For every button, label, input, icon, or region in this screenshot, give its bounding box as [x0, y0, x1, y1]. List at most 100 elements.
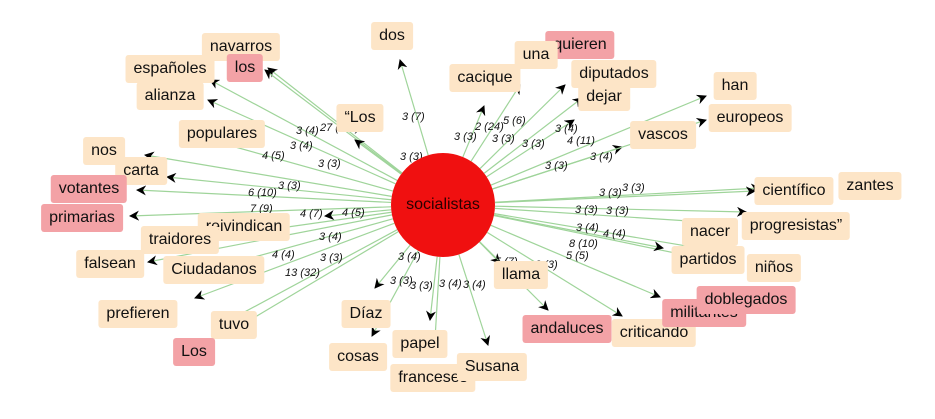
edge-weight-label: 3 (3) [575, 204, 598, 216]
edge-populares [209, 137, 394, 192]
edge-weight-label: 3 (3) [492, 133, 515, 145]
edge-weight-label: 3 (4) [576, 222, 599, 234]
edge-weight-label: 3 (4) [463, 279, 486, 291]
edge-weight-label: 5 (5) [566, 250, 589, 262]
node-cosas[interactable]: cosas [329, 343, 387, 371]
node-ciudadanos[interactable]: Ciudadanos [163, 256, 265, 284]
edge-diputados [483, 97, 583, 174]
edge-dejar [486, 119, 575, 178]
edge-han [490, 94, 707, 186]
node-traidores[interactable]: traidores [140, 226, 220, 254]
edge-weight-label: 3 (3) [278, 180, 301, 192]
edge-weight-label: 3 (4) [590, 151, 613, 163]
node-susana[interactable]: Susana [456, 353, 528, 381]
center-node-socialistas[interactable]: socialistas [391, 153, 495, 257]
edge-weight-label: 3 (3) [545, 160, 568, 172]
edge-weight-label: 7 (9) [250, 203, 273, 215]
edge-científico [494, 183, 761, 203]
edge-dos [397, 59, 429, 156]
edge-weight-label: 3 (4) [555, 123, 578, 135]
node-alianza[interactable]: alianza [136, 82, 204, 110]
node-cacique[interactable]: cacique [449, 64, 521, 92]
node-populares[interactable]: populares [178, 120, 266, 148]
edge-weight-label: 4 (11) [567, 135, 595, 147]
edge-carta [166, 172, 392, 201]
edge-weight-label: 2 (24) [474, 121, 504, 133]
edge-weight-label: 3 (4) [398, 251, 421, 263]
node-zantes[interactable]: zantes [838, 172, 902, 200]
node-tuvo[interactable]: tuvo [210, 311, 258, 339]
edge-weight-label: 3 (3) [622, 182, 645, 194]
edge-weight-label: 4 (5) [262, 150, 285, 162]
node-una[interactable]: una [514, 41, 558, 69]
node-primarias[interactable]: primarias [41, 204, 123, 232]
edge-tuvo [225, 229, 398, 323]
edge-weight-label: 4 (5) [342, 207, 365, 219]
edge-“Los [354, 139, 402, 175]
edge-los [264, 69, 402, 175]
node-vascos[interactable]: vascos [630, 121, 696, 149]
center-node-label: socialistas [406, 196, 480, 213]
edge-weight-label: 3 (3) [318, 158, 341, 170]
edge-una [470, 84, 521, 162]
node-los[interactable]: Los [173, 338, 215, 366]
node-los[interactable]: los [226, 54, 264, 82]
node-papel[interactable]: papel [392, 330, 448, 358]
node-partidos[interactable]: partidos [671, 246, 745, 274]
edge-nos [144, 151, 392, 197]
edge-zantes [494, 186, 756, 204]
edge-weight-label: 4 (4) [272, 249, 295, 261]
edge-weight-label: 4 (4) [603, 228, 626, 240]
edge-weight-label: 3 (7) [402, 111, 425, 123]
edge-progresistas” [494, 205, 747, 217]
edge-Susana [458, 254, 491, 346]
node-diputados[interactable]: diputados [571, 60, 657, 88]
edge-Díaz [374, 244, 411, 289]
edge-papel [426, 256, 438, 321]
edge-partidos [493, 214, 664, 252]
node-nacer[interactable]: nacer [681, 218, 739, 246]
node-andaluces[interactable]: andaluces [522, 315, 612, 343]
node-doblegados[interactable]: doblegados [696, 286, 796, 314]
edge-quieren [479, 84, 566, 169]
edge-weight-label: 3 (3) [390, 275, 413, 287]
node-dos[interactable]: dos [371, 22, 413, 50]
node-prefieren[interactable]: prefieren [98, 300, 178, 328]
edge-primarias [129, 206, 392, 221]
edge-weight-label: 3 (3) [454, 131, 477, 143]
edge-weight-label: 13 (32) [285, 267, 320, 279]
node-españoles[interactable]: españoles [125, 55, 215, 83]
edge-weight-label: 5 (6) [503, 115, 526, 127]
node-europeos[interactable]: europeos [708, 104, 792, 132]
edge-weight-label: 4 (7) [300, 208, 323, 220]
node-los[interactable]: “Los [336, 104, 384, 132]
node-quieren[interactable]: quieren [545, 31, 615, 59]
node-progresistas[interactable]: progresistas” [741, 212, 851, 240]
node-han[interactable]: han [713, 72, 757, 100]
edge-weight-label: 3 (4) [296, 125, 319, 137]
node-falsean[interactable]: falsean [76, 250, 144, 278]
edge-navarros [267, 67, 403, 174]
edge-weight-label: 8 (10) [569, 238, 598, 250]
edge-weight-label: 3 (4) [439, 278, 462, 290]
node-llama[interactable]: llama [493, 261, 549, 289]
node-díaz[interactable]: Díaz [341, 300, 391, 328]
edge-prefieren [194, 222, 395, 300]
node-navarros[interactable]: navarros [201, 33, 281, 61]
node-científico[interactable]: científico [754, 177, 834, 205]
edge-cacique [462, 105, 486, 158]
edge-alianza [207, 99, 396, 185]
node-carta[interactable]: carta [115, 157, 167, 185]
edge-weight-label: 3 (3) [410, 280, 433, 292]
edge-votantes [136, 185, 392, 204]
edge-weight-label: 3 (4) [319, 231, 342, 243]
edge-weight-label: 3 (4) [290, 140, 313, 152]
edge-criticando [486, 231, 623, 317]
edge-reivindican [324, 209, 392, 221]
edge-weight-label: 3 (3) [522, 138, 545, 150]
node-niños[interactable]: niños [746, 254, 802, 282]
edge-weight-label: 3 (3) [606, 205, 629, 217]
edge-weight-label: 3 (3) [599, 187, 622, 199]
node-votantes[interactable]: votantes [50, 175, 128, 203]
